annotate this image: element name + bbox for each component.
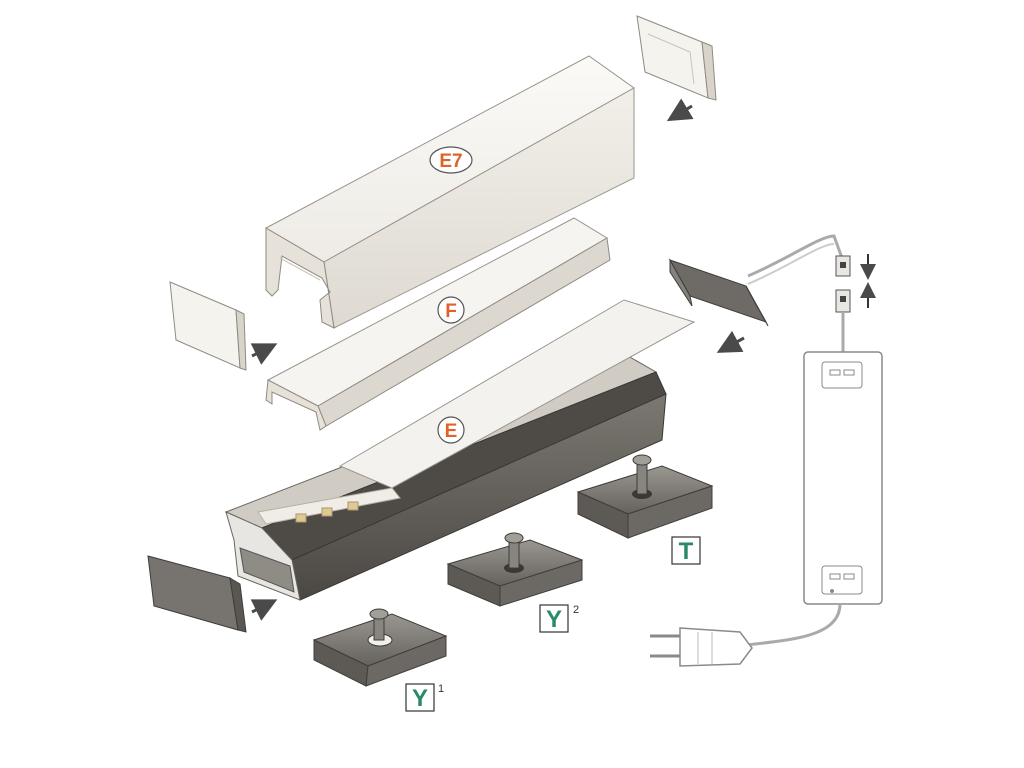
insert-arrow-icon	[666, 98, 694, 122]
label-y2: Y	[546, 606, 562, 633]
label-y2-index: 2	[573, 604, 579, 616]
diffuser-f	[265, 217, 611, 431]
power-cable	[739, 603, 842, 648]
plug-icon	[650, 627, 753, 667]
insert-arrow-icon	[716, 330, 745, 353]
label-f: F	[445, 301, 457, 322]
connector-icon	[835, 255, 851, 313]
label-e7: E7	[439, 151, 462, 172]
screw-icon	[373, 615, 385, 641]
end-cap-bottom-left	[147, 555, 247, 633]
clip-t	[576, 454, 714, 539]
screw-icon	[636, 461, 648, 495]
profile-e	[224, 299, 696, 601]
label-t: T	[679, 538, 694, 565]
cable	[747, 234, 844, 278]
label-y1-box: Y 1	[405, 683, 444, 712]
label-f-badge: F	[437, 296, 465, 324]
label-y2-box: Y 2	[539, 604, 579, 633]
clip-y1	[312, 608, 448, 687]
label-e7-badge: E7	[429, 146, 473, 174]
led-chip	[347, 501, 359, 511]
label-y1: Y	[412, 685, 428, 712]
label-y1-index: 1	[438, 683, 444, 695]
led-chip	[321, 507, 333, 517]
end-cap-left-white	[169, 281, 247, 371]
end-cap-top-right	[636, 15, 717, 101]
insert-arrow-icon	[250, 599, 278, 621]
end-cap-cable-grey	[668, 258, 769, 327]
label-e: E	[445, 421, 458, 442]
label-t-box: T	[671, 536, 701, 565]
led-chip	[295, 513, 307, 523]
label-e-badge: E	[437, 416, 465, 444]
screw-icon	[508, 539, 520, 569]
clip-y2	[446, 532, 584, 607]
power-supply-icon	[803, 351, 883, 605]
insert-arrow-icon	[250, 343, 278, 365]
